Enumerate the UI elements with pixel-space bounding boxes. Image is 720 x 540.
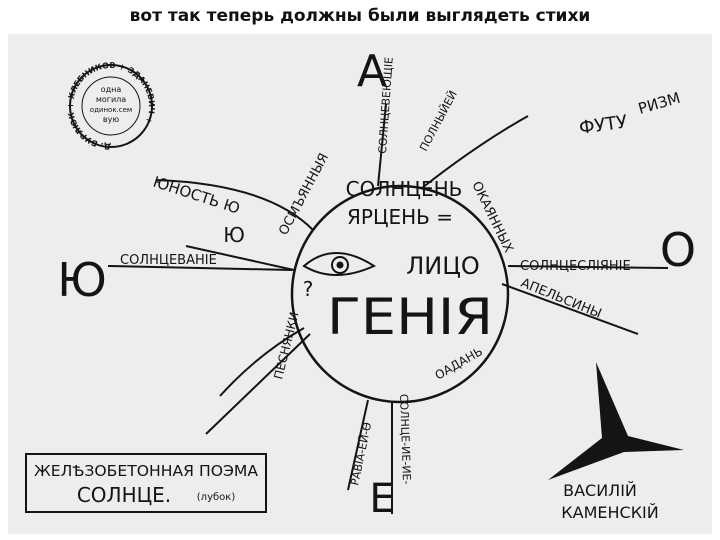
- box-line-1: ЖЕЛѢЗОБЕТОННАЯ ПОЭМА: [34, 462, 259, 480]
- ray-word-osmyannyya: ОСМЪЯННЫЯ: [276, 151, 332, 238]
- stamp-center-line-4: вую: [103, 115, 119, 124]
- ray-left: [107, 265, 293, 271]
- signature-line-1: ВАСИЛІЙ: [563, 481, 637, 500]
- box-line-2: СОЛНЦЕ.: [77, 483, 171, 507]
- stamp-center-line-1: одна: [101, 85, 122, 94]
- stamp-center-line-3: одинок.сем: [90, 106, 132, 114]
- letter-a: А: [357, 46, 387, 97]
- ray-word-solntsevanie: СОЛНЦЕВАНІЕ: [120, 253, 217, 268]
- letter-yu-big: Ю: [57, 253, 107, 307]
- stamp-inner-circle: [81, 76, 141, 136]
- letter-yu-small: Ю: [223, 223, 245, 247]
- ray-left-low: [219, 327, 305, 397]
- box-note: (лубок): [197, 492, 236, 503]
- ray-right-low: [501, 283, 639, 335]
- poem-drawing: Д. БУРЛЮК + ХЛЕБНИКОВ + ЗДАНЕВИЧ + одна …: [25, 61, 684, 514]
- poem-lettering: СОЛНЦЕНЬ ЯРЦЕНЬ = ЛИЦО ГЕНІЯ ? А Ю О Е Ю…: [34, 46, 696, 522]
- stamp-center-line-2: могила: [96, 95, 126, 104]
- ray-word-apelsiny: АПЕЛЬСИНЫ: [519, 276, 604, 322]
- sun-circle: [290, 184, 510, 404]
- circle-line-2: ЯРЦЕНЬ =: [347, 205, 453, 229]
- ray-word-polnyyey: ПОЛНЫЙЕЙ: [417, 89, 460, 154]
- futurizm-left: ФУТУ: [578, 111, 629, 139]
- ray-lower-left: [205, 333, 311, 435]
- slide-title: вот так теперь должны были выглядеть сти…: [129, 6, 591, 26]
- futurizm-right: РИЗМ: [636, 89, 682, 118]
- ray-bottom-left: [347, 399, 369, 491]
- eye-icon: [302, 252, 377, 276]
- ray-word-yunost: ЮНОСТЬ Ю: [151, 173, 242, 218]
- ray-left-upper: [185, 245, 295, 271]
- stamp-circle: [69, 64, 153, 148]
- ray-right: [507, 265, 669, 269]
- circle-genia: ГЕНІЯ: [327, 288, 493, 346]
- eye-pupil: [336, 261, 344, 269]
- letter-e: Е: [369, 476, 394, 522]
- circle-lico: ЛИЦО: [406, 252, 480, 280]
- ray-word-pesnyanki: ПЕСНЯНКИ: [271, 311, 301, 381]
- ray-top-left: [155, 179, 314, 231]
- circle-line-1: СОЛНЦЕНЬ: [346, 177, 463, 201]
- letter-o: О: [660, 223, 696, 277]
- title-box: [25, 453, 267, 513]
- ray-word-solntsesliyanie: СОЛНЦЕСЛІЯНІЕ: [520, 259, 631, 274]
- eye-iris: [331, 256, 349, 274]
- ray-top: [377, 103, 387, 187]
- star-icon: [548, 362, 684, 480]
- poem-artwork: Д. БУРЛЮК + ХЛЕБНИКОВ + ЗДАНЕВИЧ + одна …: [8, 34, 712, 534]
- circle-question: ?: [303, 277, 314, 301]
- signature-line-2: КАМЕНСКІЙ: [561, 503, 658, 522]
- ray-word-okayannykh: ОКАЯННЫХ: [468, 179, 515, 255]
- ray-top-right: [421, 115, 529, 189]
- ray-word-solntse-ie: СОЛНЦЕ-ИЕ-ИЕ-: [397, 394, 413, 485]
- ray-word-oadan: ОАДАНЬ: [433, 344, 485, 382]
